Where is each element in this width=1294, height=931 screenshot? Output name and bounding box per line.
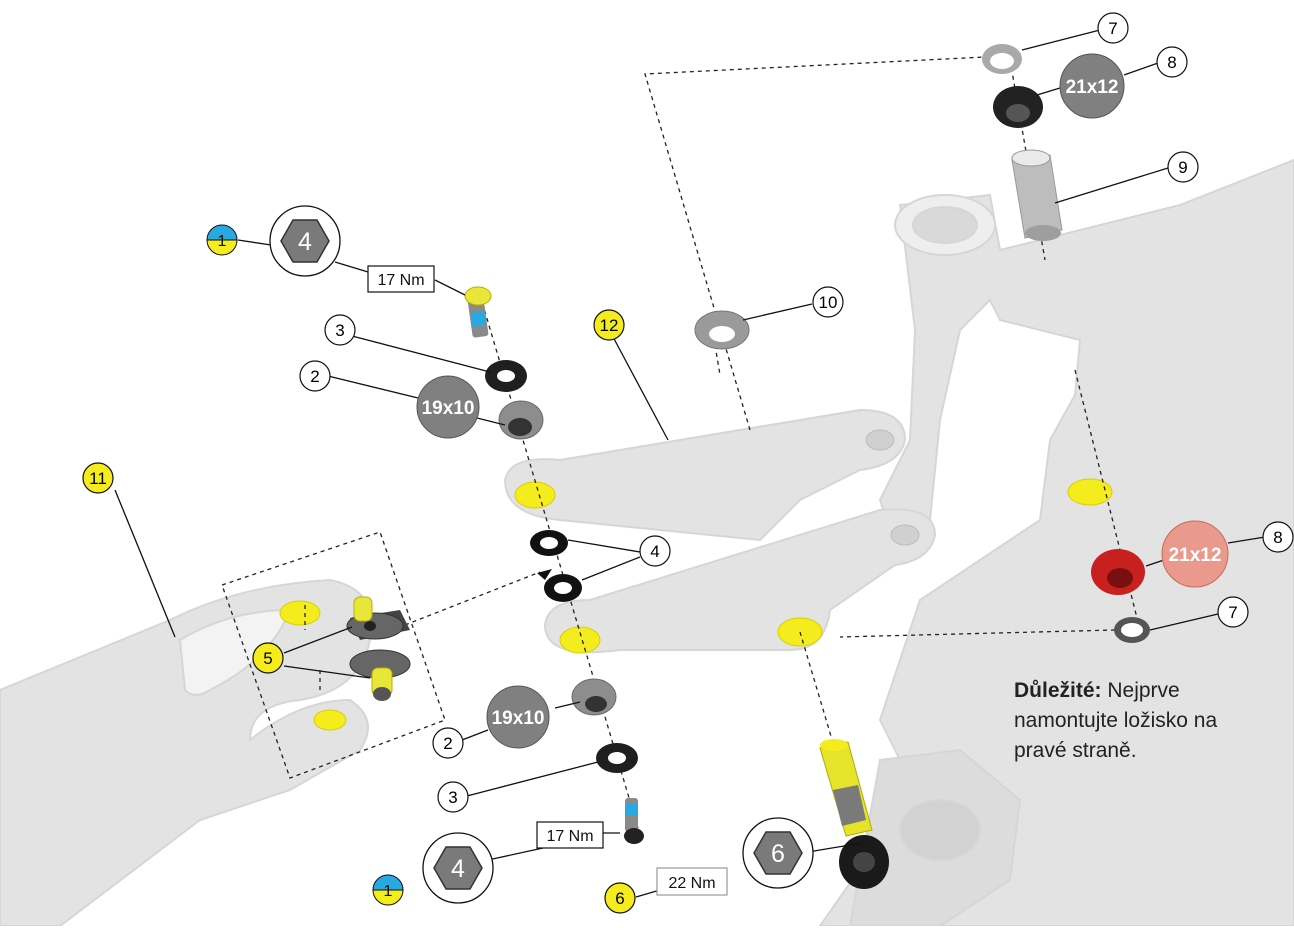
seat-stay bbox=[0, 578, 373, 927]
lower-bolt bbox=[624, 798, 644, 844]
callout-5: 5 bbox=[263, 649, 272, 668]
hex-key-icons: 4 4 6 bbox=[269, 205, 814, 904]
callout-3-upper: 3 bbox=[335, 321, 344, 340]
svg-text:21x12: 21x12 bbox=[1169, 545, 1222, 566]
torque-label-main: 22 Nm bbox=[656, 867, 728, 896]
svg-text:4: 4 bbox=[451, 855, 465, 883]
svg-text:19x10: 19x10 bbox=[492, 708, 545, 729]
pivot-axle-5-lower bbox=[349, 649, 411, 701]
important-note: Důležité: Nejprve namontujte ložisko na … bbox=[1014, 676, 1274, 766]
frame-silhouettes bbox=[0, 158, 1294, 927]
callout-4: 4 bbox=[650, 542, 659, 561]
main-bolt-6 bbox=[819, 739, 889, 889]
callout-7-top: 7 bbox=[1108, 19, 1117, 38]
bearing-badge-upper: 19x10 bbox=[416, 375, 480, 439]
svg-text:17 Nm: 17 Nm bbox=[377, 272, 424, 289]
rocker-link-lower bbox=[543, 508, 937, 654]
bearing-badge-red: 21x12 bbox=[1161, 520, 1229, 588]
svg-text:1: 1 bbox=[218, 233, 227, 250]
hex-key-icon: 4 bbox=[422, 832, 494, 904]
callout-7-lower: 7 bbox=[1228, 603, 1237, 622]
callouts: 1 1 3 2 4 2 3 10 7 8 9 8 7 bbox=[82, 12, 1294, 914]
callout-8-red: 8 bbox=[1273, 528, 1282, 547]
torque-labels: 17 Nm 17 Nm 22 Nm bbox=[367, 265, 728, 896]
callout-10: 10 bbox=[819, 293, 838, 312]
callout-8-top: 8 bbox=[1167, 53, 1176, 72]
bearing-badges: 19x10 19x10 21x12 21x12 bbox=[416, 53, 1229, 749]
torque-label-upper: 17 Nm bbox=[367, 265, 435, 293]
callout-2-upper: 2 bbox=[310, 367, 319, 386]
svg-text:21x12: 21x12 bbox=[1066, 77, 1119, 98]
callout-11: 11 bbox=[89, 469, 107, 488]
upper-bolt bbox=[464, 286, 492, 338]
svg-text:22 Nm: 22 Nm bbox=[668, 875, 715, 892]
hex-key-icon: 6 bbox=[742, 817, 814, 889]
svg-text:19x10: 19x10 bbox=[422, 398, 475, 419]
threadlock-icon: 1 bbox=[372, 874, 404, 906]
callout-3-lower: 3 bbox=[448, 788, 457, 807]
torque-label-lower: 17 Nm bbox=[536, 821, 604, 849]
svg-text:17 Nm: 17 Nm bbox=[546, 828, 593, 845]
svg-text:1: 1 bbox=[384, 883, 393, 900]
svg-text:6: 6 bbox=[771, 840, 785, 868]
threadlock-icon: 1 bbox=[206, 224, 238, 256]
svg-text:4: 4 bbox=[298, 228, 312, 256]
callout-2-lower: 2 bbox=[443, 734, 452, 753]
note-text: Nejprve namontujte ložisko na pravé stra… bbox=[1014, 679, 1218, 762]
hex-key-icon: 4 bbox=[269, 205, 341, 277]
callout-6: 6 bbox=[615, 889, 624, 908]
sleeve-9 bbox=[1011, 149, 1063, 241]
pivot-axle-5-upper bbox=[346, 596, 410, 640]
callout-9: 9 bbox=[1178, 158, 1187, 177]
rocker-link-upper bbox=[503, 408, 907, 542]
note-label: Důležité: bbox=[1014, 679, 1102, 702]
parts bbox=[346, 44, 1150, 889]
bearing-badge-lower: 19x10 bbox=[486, 685, 550, 749]
bearing-badge-top: 21x12 bbox=[1059, 53, 1125, 119]
leader-lines bbox=[114, 29, 1266, 898]
direction-arrow bbox=[537, 569, 552, 580]
callout-12: 12 bbox=[600, 316, 619, 335]
